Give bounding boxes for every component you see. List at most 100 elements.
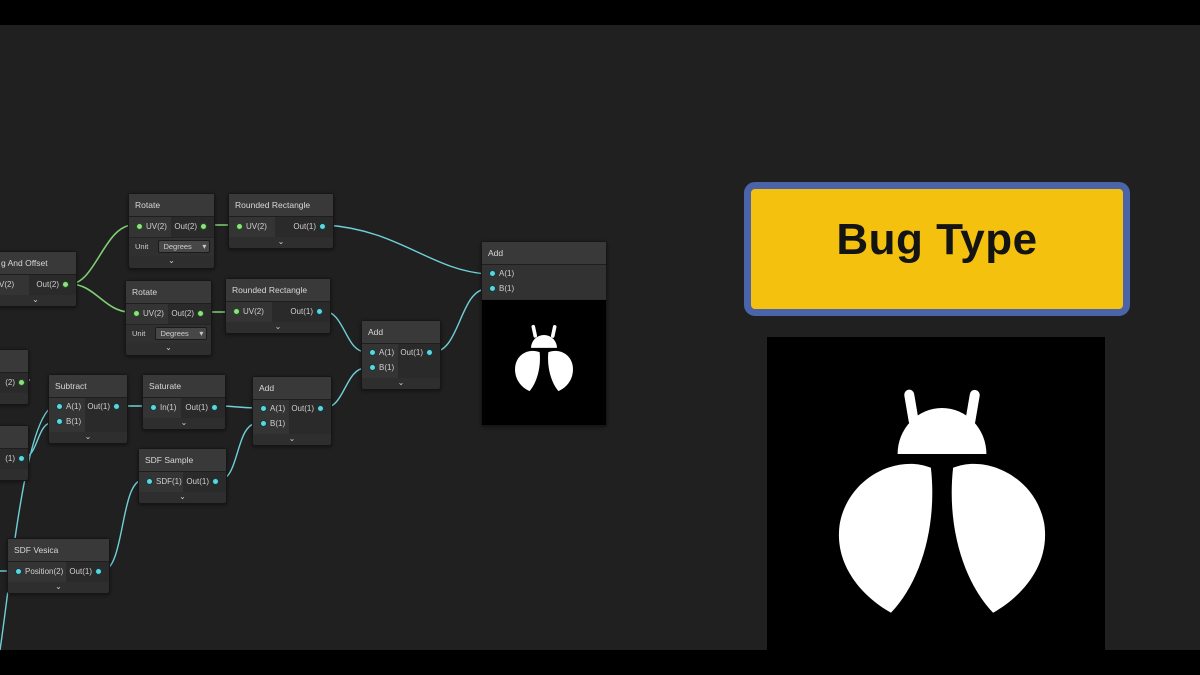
port-dot[interactable]	[211, 404, 218, 412]
node-option-row: Unit Degrees	[126, 324, 211, 343]
input-port-b[interactable]: B(1)	[486, 282, 514, 296]
bug-type-label: Bug Type	[836, 215, 1038, 264]
input-port[interactable]: V(2)	[0, 280, 15, 289]
port-dot[interactable]	[212, 478, 219, 486]
node-ports: UV(2) Out(2)	[129, 217, 214, 237]
port-dot[interactable]	[317, 405, 324, 413]
expand-chevron-icon[interactable]: ⌄	[277, 237, 285, 246]
expand-chevron-icon[interactable]: ⌄	[180, 418, 188, 427]
input-port-a[interactable]: A(1)	[53, 400, 81, 414]
port-dot[interactable]	[233, 308, 240, 316]
port-dot[interactable]	[136, 223, 143, 231]
port-dot[interactable]	[18, 455, 25, 463]
node-rotate-bottom[interactable]: Rotate UV(2) Out(2) Unit Degrees ⌄	[125, 280, 212, 356]
output-port[interactable]: Out(1)	[291, 402, 327, 416]
port-dot[interactable]	[319, 223, 326, 231]
port-dot[interactable]	[56, 418, 63, 426]
port-dot[interactable]	[56, 403, 63, 411]
input-port[interactable]: In(1)	[147, 401, 176, 415]
node-ports: In(1) Out(1)	[143, 398, 225, 418]
node-title	[0, 426, 28, 449]
node-ports: V(2) Out(2)	[0, 275, 76, 295]
input-port[interactable]: UV(2)	[233, 220, 267, 234]
node-ports: A(1) B(1) Out(1)	[49, 398, 127, 432]
node-ports: UV(2) Out(1)	[229, 217, 333, 237]
node-preview	[482, 300, 606, 425]
port-dot[interactable]	[95, 568, 102, 576]
node-title: SDF Vesica	[8, 539, 109, 562]
port-dot[interactable]	[18, 379, 25, 387]
wire-tiling-to-rotate-bottom	[69, 283, 131, 313]
expand-chevron-icon[interactable]: ⌄	[274, 322, 282, 331]
expand-chevron-icon[interactable]: ⌄	[165, 343, 172, 352]
wire-rrect-top-to-add-final	[325, 224, 488, 275]
port-dot[interactable]	[113, 403, 120, 411]
node-add-low[interactable]: Add A(1) B(1) Out(1) ⌄	[252, 376, 332, 446]
output-port[interactable]: (1)	[5, 452, 28, 466]
output-port[interactable]: Out(1)	[400, 346, 436, 360]
expand-chevron-icon[interactable]: ⌄	[179, 492, 186, 501]
port-dot[interactable]	[260, 405, 267, 413]
node-title: g And Offset	[0, 252, 76, 275]
port-dot[interactable]	[150, 404, 157, 412]
port-dot[interactable]	[369, 349, 376, 357]
port-dot[interactable]	[236, 223, 243, 231]
node-saturate[interactable]: Saturate In(1) Out(1) ⌄	[142, 374, 226, 430]
output-port[interactable]: Out(1)	[185, 401, 221, 415]
output-port[interactable]: Out(1)	[293, 220, 329, 234]
node-ports: Position(2) Out(1)	[8, 562, 109, 582]
port-dot[interactable]	[426, 349, 433, 357]
input-port-a[interactable]: A(1)	[366, 346, 394, 360]
node-subtract[interactable]: Subtract A(1) B(1) Out(1) ⌄	[48, 374, 128, 444]
output-port[interactable]: Out(2)	[174, 220, 210, 234]
port-dot[interactable]	[133, 310, 140, 318]
expand-chevron-icon[interactable]: ⌄	[168, 256, 175, 265]
unit-dropdown[interactable]: Degrees	[155, 327, 208, 340]
node-ports: UV(2) Out(1)	[226, 302, 330, 322]
node-rounded-rectangle-top[interactable]: Rounded Rectangle UV(2) Out(1) ⌄	[228, 193, 334, 249]
input-port[interactable]: SDF(1)	[143, 475, 182, 489]
input-port[interactable]: UV(2)	[130, 307, 164, 321]
output-port[interactable]: (2)	[5, 376, 28, 390]
output-port[interactable]: Out(1)	[69, 565, 105, 579]
input-port-b[interactable]: B(1)	[257, 417, 285, 431]
input-port[interactable]: UV(2)	[230, 305, 264, 319]
node-title: Add	[482, 242, 606, 265]
expand-chevron-icon[interactable]: ⌄	[32, 295, 39, 304]
output-port[interactable]: Out(1)	[186, 475, 222, 489]
port-dot[interactable]	[369, 364, 376, 372]
output-port[interactable]: Out(1)	[290, 305, 326, 319]
input-port-b[interactable]: B(1)	[53, 415, 81, 429]
node-add-mid[interactable]: Add A(1) B(1) Out(1) ⌄	[361, 320, 441, 390]
expand-chevron-icon[interactable]: ⌄	[288, 434, 296, 443]
port-dot[interactable]	[489, 270, 496, 278]
input-port-b[interactable]: B(1)	[366, 361, 394, 375]
input-port[interactable]: UV(2)	[133, 220, 167, 234]
node-rotate-top[interactable]: Rotate UV(2) Out(2) Unit Degrees ⌄	[128, 193, 215, 269]
node-rounded-rectangle-bottom[interactable]: Rounded Rectangle UV(2) Out(1) ⌄	[225, 278, 331, 334]
port-dot[interactable]	[197, 310, 204, 318]
node-partial-b[interactable]: (1)	[0, 425, 29, 481]
output-port[interactable]: Out(1)	[87, 400, 123, 414]
port-dot[interactable]	[62, 281, 69, 289]
output-port[interactable]: Out(2)	[171, 307, 207, 321]
output-port[interactable]: Out(2)	[36, 278, 72, 292]
input-port-a[interactable]: A(1)	[257, 402, 285, 416]
node-add-final[interactable]: Add A(1) B(1)	[481, 241, 607, 426]
port-dot[interactable]	[146, 478, 153, 486]
port-dot[interactable]	[200, 223, 207, 231]
node-tiling-and-offset[interactable]: g And Offset V(2) Out(2) ⌄	[0, 251, 77, 307]
node-sdf-vesica[interactable]: SDF Vesica Position(2) Out(1) ⌄	[7, 538, 110, 594]
node-partial-a[interactable]: (2)	[0, 349, 29, 405]
port-dot[interactable]	[316, 308, 323, 316]
input-port[interactable]: Position(2)	[12, 565, 63, 579]
input-port-a[interactable]: A(1)	[486, 267, 514, 281]
unit-dropdown[interactable]: Degrees	[158, 240, 211, 253]
port-dot[interactable]	[15, 568, 22, 576]
expand-chevron-icon[interactable]: ⌄	[397, 378, 405, 387]
expand-chevron-icon[interactable]: ⌄	[84, 432, 92, 441]
port-dot[interactable]	[489, 285, 496, 293]
node-sdf-sample[interactable]: SDF Sample SDF(1) Out(1) ⌄	[138, 448, 227, 504]
expand-chevron-icon[interactable]: ⌄	[55, 582, 62, 591]
port-dot[interactable]	[260, 420, 267, 428]
